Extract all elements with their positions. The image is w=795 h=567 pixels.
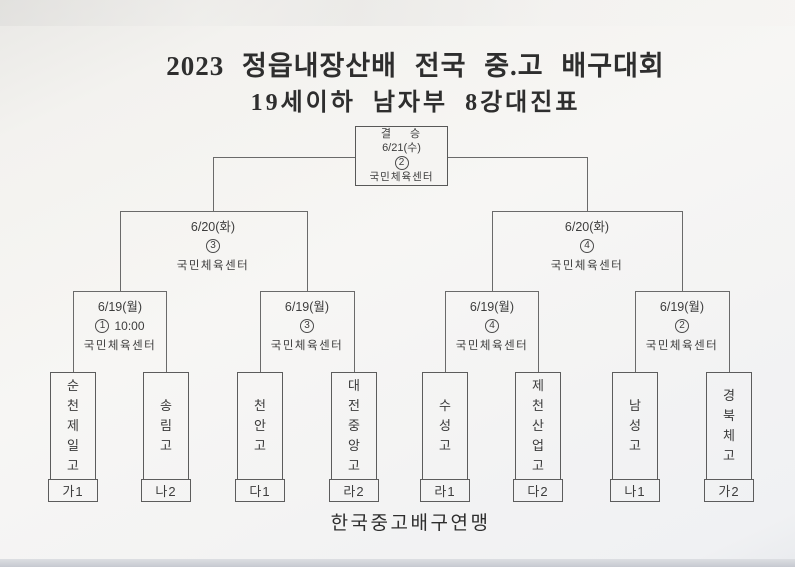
- semifinal-right-connector-line: [492, 211, 683, 291]
- semifinal-label: 6/20(화) 3 국민체육센터: [138, 216, 288, 273]
- team-box: 경북체고: [706, 372, 752, 480]
- quarterfinal-3-connector-line: [445, 291, 539, 372]
- seed-box: 나2: [141, 479, 191, 502]
- team-name: 남성고: [629, 397, 641, 454]
- seed-label: 나1: [624, 484, 646, 499]
- match-court-row: 1 10:00: [45, 317, 195, 335]
- final-court-row: 2: [394, 156, 409, 171]
- final-match-box: 결 승 6/21(수) 2 국민체육센터: [355, 126, 448, 186]
- paper-top-shadow: [0, 0, 795, 26]
- match-date: 6/19(월): [659, 300, 705, 314]
- seed-label: 가1: [62, 484, 84, 499]
- seed-box: 라2: [329, 479, 379, 502]
- team-name: 순천제일고: [67, 377, 79, 474]
- match-court-number: 4: [485, 318, 499, 333]
- seed-label: 다2: [527, 484, 549, 499]
- final-date: 6/21(수): [382, 142, 421, 155]
- team-box: 천안고: [237, 372, 283, 480]
- team-name: 제천산업고: [532, 377, 544, 474]
- match-court-number: 4: [580, 238, 594, 253]
- final-venue: 국민체육센터: [369, 171, 434, 184]
- match-date: 6/19(월): [97, 300, 143, 314]
- seed-label: 다1: [249, 484, 271, 499]
- team-box: 수성고: [422, 372, 468, 480]
- match-date: 6/20(화): [564, 220, 610, 234]
- seed-box: 라1: [420, 479, 470, 502]
- subtitle: 19세이하 남자부 8강대진표: [250, 90, 581, 116]
- team-name: 경북체고: [723, 387, 735, 464]
- team-box: 남성고: [612, 372, 658, 480]
- match-court-row: 3: [138, 237, 288, 255]
- match-date: 6/19(월): [469, 300, 515, 314]
- team-name: 송림고: [160, 397, 172, 454]
- match-court-number: 3: [300, 318, 314, 333]
- quarterfinal-1-connector-line: [73, 291, 167, 372]
- match-court-row: 4: [512, 237, 662, 255]
- match-court-row: 2: [607, 317, 757, 335]
- seed-box: 가2: [704, 479, 754, 502]
- match-court-number: 2: [675, 318, 689, 333]
- seed-box: 나1: [610, 479, 660, 502]
- final-court-number: 2: [394, 156, 409, 171]
- footer-organization: 한국중고배구연맹: [330, 513, 491, 534]
- team-name: 천안고: [254, 397, 266, 454]
- seed-box: 다2: [513, 479, 563, 502]
- match-venue: 국민체육센터: [83, 340, 157, 352]
- quarterfinal-label: 6/19(월) 2 국민체육센터: [607, 296, 757, 353]
- team-box: 대전중앙고: [331, 372, 377, 480]
- quarterfinal-label: 6/19(월) 4 국민체육센터: [417, 296, 567, 353]
- seed-box: 다1: [235, 479, 285, 502]
- seed-label: 라1: [434, 484, 456, 499]
- match-date: 6/19(월): [284, 300, 330, 314]
- match-venue: 국민체육센터: [270, 340, 344, 352]
- team-name: 대전중앙고: [348, 377, 360, 474]
- seed-box: 가1: [48, 479, 98, 502]
- quarterfinal-label: 6/19(월) 1 10:00 국민체육센터: [45, 296, 195, 353]
- quarterfinal-2-connector-line: [260, 291, 355, 372]
- match-court-number: 1: [95, 318, 110, 333]
- quarterfinal-label: 6/19(월) 3 국민체육센터: [232, 296, 382, 353]
- match-venue: 국민체육센터: [176, 260, 250, 272]
- semifinal-left-connector-line: [120, 211, 308, 291]
- seed-label: 가2: [718, 484, 740, 499]
- page-title: 2023 정읍내장산배 전국 중.고 배구대회: [166, 51, 665, 81]
- match-court-row: 4: [417, 317, 567, 335]
- seed-label: 라2: [343, 484, 365, 499]
- team-name: 수성고: [439, 397, 451, 454]
- team-box: 송림고: [143, 372, 189, 480]
- match-venue: 국민체육센터: [645, 340, 719, 352]
- paper-bottom-edge: [0, 559, 795, 567]
- semifinal-label: 6/20(화) 4 국민체육센터: [512, 216, 662, 273]
- team-box: 순천제일고: [50, 372, 96, 480]
- match-venue: 국민체육센터: [455, 340, 529, 352]
- match-date: 6/20(화): [190, 220, 236, 234]
- final-round-label: 결 승: [380, 127, 423, 140]
- team-box: 제천산업고: [515, 372, 561, 480]
- match-court-number: 3: [206, 238, 220, 253]
- match-court-row: 3: [232, 317, 382, 335]
- quarterfinal-4-connector-line: [635, 291, 730, 372]
- match-time: 10:00: [114, 319, 145, 333]
- seed-label: 나2: [155, 484, 177, 499]
- match-venue: 국민체육센터: [550, 260, 624, 272]
